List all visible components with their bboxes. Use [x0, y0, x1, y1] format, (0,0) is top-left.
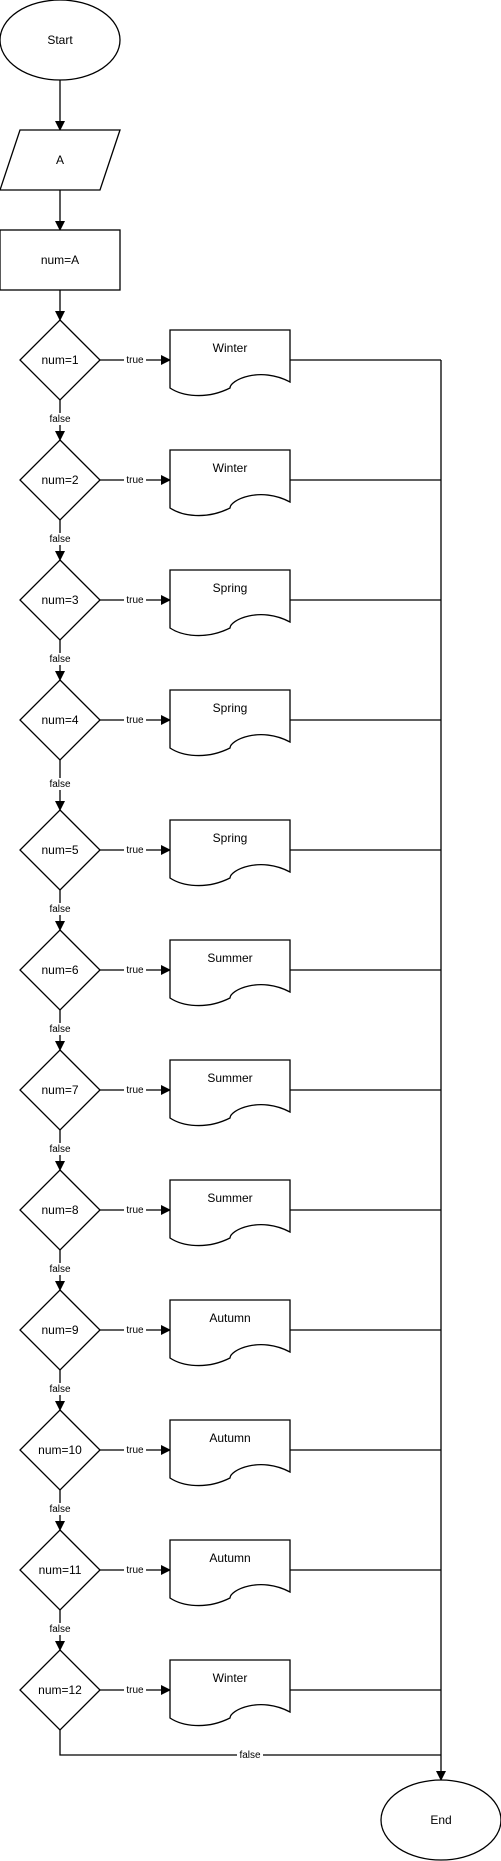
- false-label-bg-5: [46, 903, 74, 915]
- output-document-4: [169, 689, 291, 757]
- final-false-label: false: [239, 1750, 261, 1761]
- end-label: End: [430, 1813, 451, 1827]
- input-label: A: [56, 153, 64, 167]
- decision-label-12: num=12: [38, 1683, 82, 1697]
- decision-label-10: num=10: [38, 1443, 82, 1457]
- output-document-11: [169, 1539, 291, 1607]
- output-document-8: [169, 1179, 291, 1247]
- false-label-bg-4: [46, 778, 74, 790]
- false-label-10: false: [49, 1504, 71, 1515]
- false-label-3: false: [49, 654, 71, 665]
- false-label-8: false: [49, 1264, 71, 1275]
- false-label-bg-10: [46, 1503, 74, 1515]
- output-document-10: [169, 1419, 291, 1487]
- output-label-2: Winter: [213, 461, 248, 475]
- output-document-6: [169, 939, 291, 1007]
- true-label-9: true: [126, 1325, 144, 1336]
- true-label-1: true: [126, 355, 144, 366]
- output-label-1: Winter: [213, 341, 248, 355]
- false-label-7: false: [49, 1144, 71, 1155]
- true-label-6: true: [126, 965, 144, 976]
- final-false-label-bg: [237, 1749, 263, 1761]
- false-label-bg-2: [46, 533, 74, 545]
- true-label-bg-11: [124, 1564, 146, 1576]
- decision-label-9: num=9: [41, 1323, 78, 1337]
- true-label-bg-8: [124, 1204, 146, 1216]
- true-label-bg-9: [124, 1324, 146, 1336]
- true-label-7: true: [126, 1085, 144, 1096]
- true-label-bg-5: [124, 844, 146, 856]
- output-label-12: Winter: [213, 1671, 248, 1685]
- decision-label-5: num=5: [41, 843, 78, 857]
- true-label-bg-1: [124, 354, 146, 366]
- output-label-11: Autumn: [209, 1551, 250, 1565]
- true-label-4: true: [126, 715, 144, 726]
- output-label-5: Spring: [213, 831, 248, 845]
- decision-label-8: num=8: [41, 1203, 78, 1217]
- false-label-bg-11: [46, 1623, 74, 1635]
- decision-label-1: num=1: [41, 353, 78, 367]
- decision-label-7: num=7: [41, 1083, 78, 1097]
- true-label-bg-7: [124, 1084, 146, 1096]
- output-document-9: [169, 1299, 291, 1367]
- true-label-12: true: [126, 1685, 144, 1696]
- decision-label-6: num=6: [41, 963, 78, 977]
- false-label-6: false: [49, 1024, 71, 1035]
- false-label-9: false: [49, 1384, 71, 1395]
- true-label-10: true: [126, 1445, 144, 1456]
- true-label-8: true: [126, 1205, 144, 1216]
- true-label-bg-3: [124, 594, 146, 606]
- output-document-2: [169, 449, 291, 517]
- output-document-7: [169, 1059, 291, 1127]
- false-label-5: false: [49, 904, 71, 915]
- start-label: Start: [47, 33, 73, 47]
- true-label-11: true: [126, 1565, 144, 1576]
- false-label-11: false: [49, 1624, 71, 1635]
- output-label-7: Summer: [207, 1071, 252, 1085]
- assign-label: num=A: [41, 253, 79, 267]
- edge-final-false-to-merge: [59, 1730, 441, 1756]
- output-label-8: Summer: [207, 1191, 252, 1205]
- true-label-bg-2: [124, 474, 146, 486]
- output-label-10: Autumn: [209, 1431, 250, 1445]
- false-label-2: false: [49, 534, 71, 545]
- false-label-bg-3: [46, 653, 74, 665]
- true-label-bg-12: [124, 1684, 146, 1696]
- decision-label-3: num=3: [41, 593, 78, 607]
- false-label-bg-7: [46, 1143, 74, 1155]
- true-label-bg-6: [124, 964, 146, 976]
- false-label-bg-1: [46, 413, 74, 425]
- output-document-12: [169, 1659, 291, 1727]
- true-label-bg-4: [124, 714, 146, 726]
- decision-label-4: num=4: [41, 713, 78, 727]
- output-label-9: Autumn: [209, 1311, 250, 1325]
- end-terminal: [380, 1779, 501, 1861]
- false-label-bg-8: [46, 1263, 74, 1275]
- assign-process: [0, 229, 121, 291]
- true-label-5: true: [126, 845, 144, 856]
- output-document-3: [169, 569, 291, 637]
- true-label-bg-10: [124, 1444, 146, 1456]
- output-label-6: Summer: [207, 951, 252, 965]
- false-label-1: false: [49, 414, 71, 425]
- false-label-bg-9: [46, 1383, 74, 1395]
- true-label-3: true: [126, 595, 144, 606]
- output-document-1: [169, 329, 291, 397]
- false-label-4: false: [49, 779, 71, 790]
- output-document-5: [169, 819, 291, 887]
- decision-label-11: num=11: [39, 1563, 82, 1577]
- false-label-bg-6: [46, 1023, 74, 1035]
- output-label-4: Spring: [213, 701, 248, 715]
- decision-label-2: num=2: [41, 473, 78, 487]
- input-parallelogram: [0, 129, 121, 191]
- true-label-2: true: [126, 475, 144, 486]
- output-label-3: Spring: [213, 581, 248, 595]
